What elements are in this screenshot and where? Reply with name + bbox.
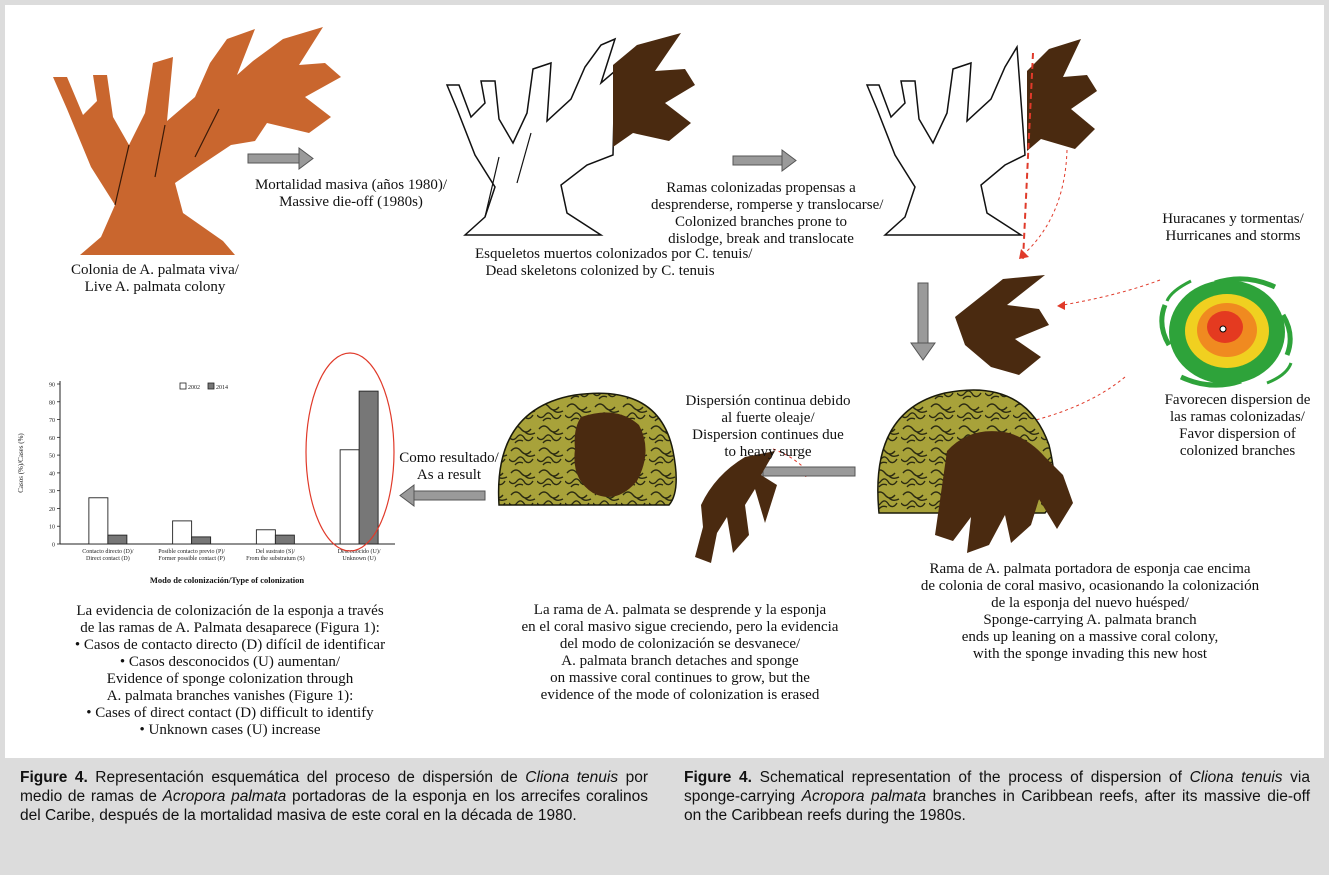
live-coral-colony (53, 27, 341, 255)
caption-en-text-1: Schematical representation of the proces… (752, 769, 1190, 786)
legend-swatch-2002 (180, 383, 186, 389)
y-tick-label: 10 (49, 525, 55, 531)
bar-2014-3 (275, 535, 294, 544)
arrow-down (911, 283, 935, 360)
caption-en-species-1: Cliona tenuis (1190, 769, 1283, 786)
caption-es-species-2: Acropora palmata (163, 788, 287, 805)
x-axis-label: Modo de colonización/Type of colonizatio… (150, 575, 305, 585)
y-axis-label: Casos (%)/Cases (%) (17, 433, 25, 493)
massive-coral-host (878, 390, 1073, 553)
x-tick-label: Former possible contact (P) (158, 555, 225, 562)
skeleton-breaking (867, 39, 1097, 260)
arrow-die-off (248, 148, 313, 169)
bar-2002-4 (340, 450, 359, 544)
bar-2014-1 (108, 535, 127, 544)
label-evidence: La evidencia de colonización de la espon… (40, 603, 420, 739)
label-as-result: Como resultado/As a result (389, 450, 509, 484)
hurricane-icon (1162, 279, 1291, 385)
caption-en-label: Figure 4. (684, 769, 752, 786)
bar-2014-2 (192, 537, 211, 544)
label-hurricanes: Huracanes y tormentas/Hurricanes and sto… (1153, 211, 1313, 245)
caption-es-text-1: Representación esquemática del proceso d… (88, 769, 525, 786)
chart-legend: 2002 2014 (180, 383, 228, 391)
y-tick-label: 20 (49, 507, 55, 513)
y-tick-label: 70 (49, 418, 55, 424)
legend-swatch-2014 (208, 383, 214, 389)
label-live-colony: Colonia de A. palmata viva/Live A. palma… (60, 262, 250, 296)
y-tick-label: 40 (49, 471, 55, 477)
bar-2002-2 (173, 521, 192, 544)
x-tick-label: Unknown (U) (342, 555, 376, 562)
massive-coral-sponge (499, 393, 677, 505)
y-tick-label: 30 (49, 489, 55, 495)
caption-es-species-1: Cliona tenuis (525, 769, 618, 786)
caption-es-label: Figure 4. (20, 769, 88, 786)
detached-branches (955, 275, 1049, 375)
x-tick-label: Direct contact (D) (86, 555, 130, 562)
arrow-colonized (733, 150, 796, 171)
bar-chart: 0 10 20 30 40 50 60 70 80 90 Contacto directo (D)… (17, 353, 395, 585)
label-branch-detaches: La rama de A. palmata se desprende y la … (500, 602, 860, 704)
label-die-off: Mortalidad masiva (años 1980)/Massive di… (251, 177, 451, 211)
x-tick-label: Del sustrato (S)/ (256, 548, 296, 555)
bar-2014-4 (359, 391, 378, 544)
y-tick-label: 60 (49, 436, 55, 442)
caption-en-species-2: Acropora palmata (802, 788, 927, 805)
caption-spanish: Figure 4. Representación esquemática del… (20, 768, 648, 825)
x-tick-label: Posible contacto previo (P)/ (158, 548, 225, 555)
label-dead-skeletons: Esqueletos muertos colonizados por C. te… (475, 246, 725, 280)
y-tick-label: 80 (49, 400, 55, 406)
x-tick-label: From the substratum (S) (246, 555, 305, 562)
figure-panel: 0 10 20 30 40 50 60 70 80 90 Contacto directo (D)… (5, 5, 1324, 758)
legend-label-2002: 2002 (188, 385, 200, 391)
y-tick-label: 0 (52, 543, 55, 549)
y-tick-label: 90 (49, 383, 55, 389)
free-branch (695, 451, 777, 563)
label-branch-falls: Rama de A. palmata portadora de esponja … (905, 561, 1275, 663)
caption-english: Figure 4. Schematical representation of … (684, 768, 1310, 825)
bar-2002-3 (256, 530, 275, 544)
legend-label-2014: 2014 (216, 385, 228, 391)
arrow-result (400, 485, 485, 506)
x-tick-label: Contacto directo (D)/ (82, 548, 134, 555)
bar-2002-1 (89, 498, 108, 544)
y-tick-label: 50 (49, 454, 55, 460)
